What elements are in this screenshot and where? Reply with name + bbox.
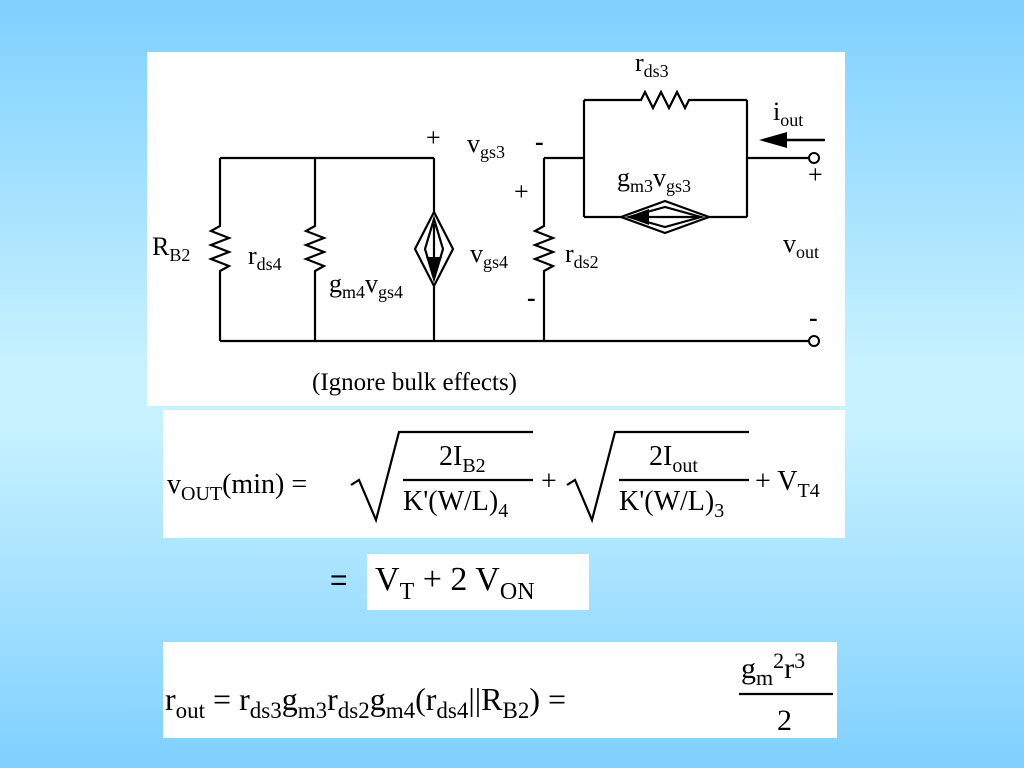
terminal-bottom — [808, 335, 820, 347]
fraction1-numerator: 2IB2 — [439, 441, 486, 477]
label-vgs3: vgs3 — [467, 129, 505, 162]
rout-numerator: gm2r3 — [741, 648, 805, 690]
label-minus-mid: - — [527, 283, 536, 312]
von-equation: VT + 2 VON — [375, 561, 535, 605]
circuit-diagram: rds3 iout + vgs3 - gm3vgs3 + + RB2 rds4 … — [152, 52, 825, 396]
label-vout: vout — [783, 229, 819, 262]
label-vgs4: vgs4 — [470, 239, 508, 272]
gm4-diamond-inner — [423, 215, 445, 283]
sqrt-sign-1 — [350, 430, 533, 524]
vout-lhs: vOUT(min) = — [167, 469, 307, 505]
von-expression: VT + 2 VON — [375, 561, 535, 605]
label-iout: iout — [773, 97, 803, 130]
label-rds4: rds4 — [248, 241, 282, 274]
label-vgs3-minus: - — [535, 127, 544, 156]
gm3-arrow-head — [627, 209, 649, 225]
rout-equation: rout = rds3gm3rds2gm4(rds4||RB2) = gm2r3… — [165, 648, 833, 737]
label-plus-top: + — [426, 123, 441, 152]
rout-equation-panel: rout = rds3gm3rds2gm4(rds4||RB2) = gm2r3… — [163, 642, 837, 738]
resistor-rds4 — [302, 158, 328, 341]
label-plus-right: + — [808, 160, 823, 189]
label-rb2: RB2 — [152, 232, 190, 265]
vt4-term: + VT4 — [755, 466, 820, 502]
resistor-rb2 — [207, 158, 233, 341]
circuit-panel: rds3 iout + vgs3 - gm3vgs3 + + RB2 rds4 … — [147, 52, 845, 406]
gm3-diamond — [617, 199, 713, 235]
plus-sign-1: + — [541, 466, 557, 497]
equals-sign: = — [330, 564, 348, 597]
von-equation-panel: VT + 2 VON — [367, 554, 589, 610]
circuit-caption: (Ignore bulk effects) — [312, 369, 517, 396]
gm4-arrow-head — [426, 257, 442, 276]
resistor-rds3 — [584, 89, 747, 111]
label-rds3: rds3 — [635, 52, 669, 81]
terminal-top — [808, 152, 820, 164]
resistor-rds2 — [531, 158, 557, 341]
label-gm3: gm3vgs3 — [617, 163, 691, 196]
label-plus-mid: + — [514, 177, 529, 206]
sqrt-sign-2 — [566, 430, 749, 524]
label-rds2: rds2 — [565, 239, 599, 272]
label-gm4: gm4vgs4 — [329, 269, 403, 302]
gm3-diamond-inner — [624, 205, 706, 229]
vout-min-equation-panel: vOUT(min) = 2IB2 K'(W/L)4 + 2Iout K'(W/L… — [163, 410, 845, 538]
iout-arrow-head — [759, 132, 787, 148]
fraction1-denominator: K'(W/L)4 — [403, 486, 508, 522]
fraction2-numerator: 2Iout — [649, 441, 698, 477]
fraction2-denominator: K'(W/L)3 — [619, 486, 724, 522]
label-minus-right: - — [809, 303, 818, 332]
vout-min-equation: vOUT(min) = 2IB2 K'(W/L)4 + 2Iout K'(W/L… — [167, 430, 820, 524]
rout-denominator: 2 — [777, 704, 792, 737]
rout-expression: rout = rds3gm3rds2gm4(rds4||RB2) = — [165, 681, 566, 723]
